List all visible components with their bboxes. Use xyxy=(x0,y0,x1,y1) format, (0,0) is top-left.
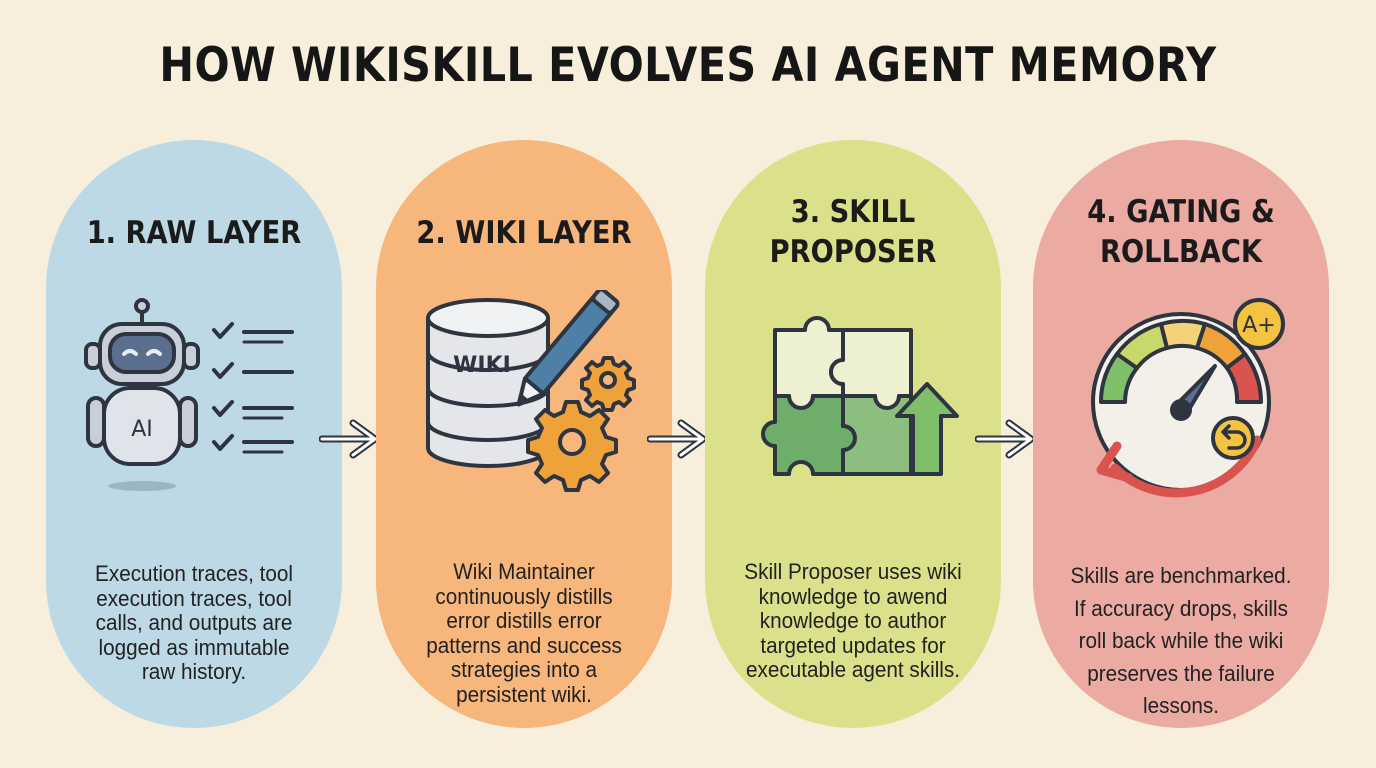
step-description: Skills are benchmarked. If accuracy drop… xyxy=(1057,560,1305,723)
desc-line: continuously distills xyxy=(435,583,613,609)
desc-line: error distills error xyxy=(446,608,602,633)
desc-line: If accuracy drops, skills xyxy=(1074,595,1288,621)
step-skill-proposer: 3. SKILL PROPOSER Skill Proposer uses wi… xyxy=(705,140,1001,728)
desc-line: raw history. xyxy=(141,659,247,684)
arrow-right-icon xyxy=(975,419,1035,459)
desc-line: execution traces, tool xyxy=(96,585,292,611)
desc-line: persistent wiki. xyxy=(456,681,592,707)
step-description: Wiki Maintainer continuously distills er… xyxy=(400,559,648,707)
desc-line: logged as immutable xyxy=(98,634,290,660)
desc-line: knowledge to awend xyxy=(758,583,948,609)
ai-label: AI xyxy=(131,417,153,442)
desc-line: roll back while the wiki xyxy=(1078,628,1284,653)
step-heading-line: 3. SKILL xyxy=(790,194,916,230)
step-heading: 4. GATING & ROLLBACK xyxy=(1033,192,1329,272)
puzzle-arrow-up-icon xyxy=(761,316,959,476)
desc-line: strategies into a xyxy=(450,657,598,682)
step-heading-line: PROPOSER xyxy=(769,234,937,270)
step-description: Execution traces, tool execution traces,… xyxy=(70,561,318,685)
gauge-rollback-icon: A+ xyxy=(1091,298,1285,498)
step-gating-rollback: 4. GATING & ROLLBACK A+ Sk xyxy=(1033,140,1329,728)
step-heading: 2. WIKI LAYER xyxy=(376,213,672,253)
page-title: HOW WIKISKILL EVOLVES AI AGENT MEMORY xyxy=(159,38,1217,93)
step-heading-line: 1. RAW LAYER xyxy=(86,215,302,251)
step-heading: 3. SKILL PROPOSER xyxy=(705,192,1001,272)
wiki-database-pencil-gears-icon: WIKI xyxy=(426,290,636,492)
desc-line: Skills are benchmarked. xyxy=(1070,563,1292,588)
step-description: Skill Proposer uses wiki knowledge to aw… xyxy=(729,559,977,683)
wiki-label: WIKI xyxy=(453,353,511,378)
desc-line: Wiki Maintainer xyxy=(453,559,595,584)
step-heading: 1. RAW LAYER xyxy=(46,213,342,253)
desc-line: Skill Proposer uses wiki xyxy=(744,559,962,584)
desc-line: lessons. xyxy=(1143,693,1219,718)
arrow-right-icon xyxy=(647,419,707,459)
arrow-right-icon xyxy=(319,419,379,459)
grade-label: A+ xyxy=(1242,313,1275,338)
step-heading-line: 4. GATING & xyxy=(1087,194,1275,230)
desc-line: targeted updates for xyxy=(760,632,946,658)
step-wiki-layer: 2. WIKI LAYER xyxy=(376,140,672,728)
step-raw-layer: 1. RAW LAYER xyxy=(46,140,342,728)
step-heading-line: 2. WIKI LAYER xyxy=(416,215,632,251)
desc-line: preserves the failure xyxy=(1087,660,1275,686)
desc-line: knowledge to author xyxy=(759,608,947,633)
desc-line: executable agent skills. xyxy=(745,657,961,682)
desc-line: Execution traces, tool xyxy=(95,561,293,586)
desc-line: patterns and success xyxy=(426,632,622,658)
step-heading-line: ROLLBACK xyxy=(1099,234,1263,270)
desc-line: calls, and outputs are xyxy=(95,610,293,635)
robot-checklist-icon: AI xyxy=(84,298,294,491)
